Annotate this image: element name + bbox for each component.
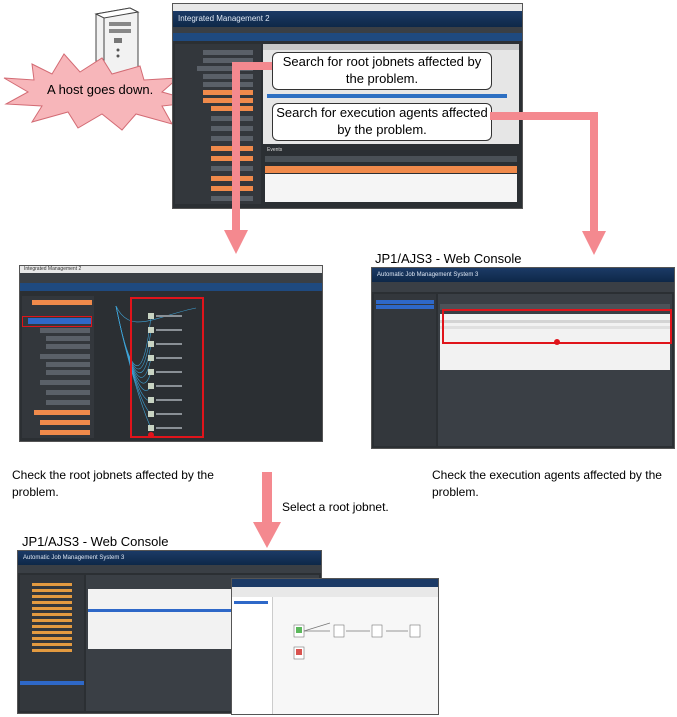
web-console-heading-right: JP1/AJS3 - Web Console (375, 251, 522, 266)
web-console-header: Automatic Job Management System 3 (18, 551, 321, 565)
tab-strip (173, 33, 522, 41)
search-agents-callout: Search for execution agents affected by … (272, 103, 492, 141)
menu-bar (173, 27, 522, 33)
caption-check-jobnets: Check the root jobnets affected by the p… (12, 468, 214, 499)
highlight-dot-agents (554, 339, 560, 345)
window-titlebar: Integrated Management 2 (20, 266, 322, 273)
window-header: Integrated Management 2 (173, 11, 522, 27)
highlight-root-jobnets (130, 297, 204, 438)
caption-select-root-jobnet: Select a root jobnet. (282, 500, 389, 514)
web-console-heading-bottom: JP1/AJS3 - Web Console (22, 534, 169, 549)
tree-pane (22, 296, 94, 438)
events-label: Events (267, 147, 283, 153)
arrow-to-jobnets (224, 62, 272, 254)
highlight-dot-jobnets (148, 432, 154, 438)
host-down-label: A host goes down. (47, 82, 154, 97)
window-titlebar (173, 4, 522, 11)
search-jobnets-callout: Search for root jobnets affected by the … (272, 52, 492, 90)
arrow-to-agents (490, 112, 606, 255)
jobnet-monitor-window (231, 578, 439, 715)
job-tree-pane (20, 575, 84, 711)
caption-check-agents: Check the execution agents affected by t… (432, 468, 662, 499)
left-pane (374, 294, 436, 446)
web-console-header: Automatic Job Management System 3 (372, 268, 674, 282)
integrated-management-window-jobnets: Integrated Management 2 (19, 265, 323, 442)
relation-map-pane (96, 296, 320, 438)
jobnet-flow-diagram (293, 622, 421, 660)
arrow-select-jobnet (253, 472, 281, 548)
highlight-tree-node (22, 316, 92, 327)
web-console-window-agents: Automatic Job Management System 3 (371, 267, 675, 449)
events-pane: Events (263, 146, 519, 204)
